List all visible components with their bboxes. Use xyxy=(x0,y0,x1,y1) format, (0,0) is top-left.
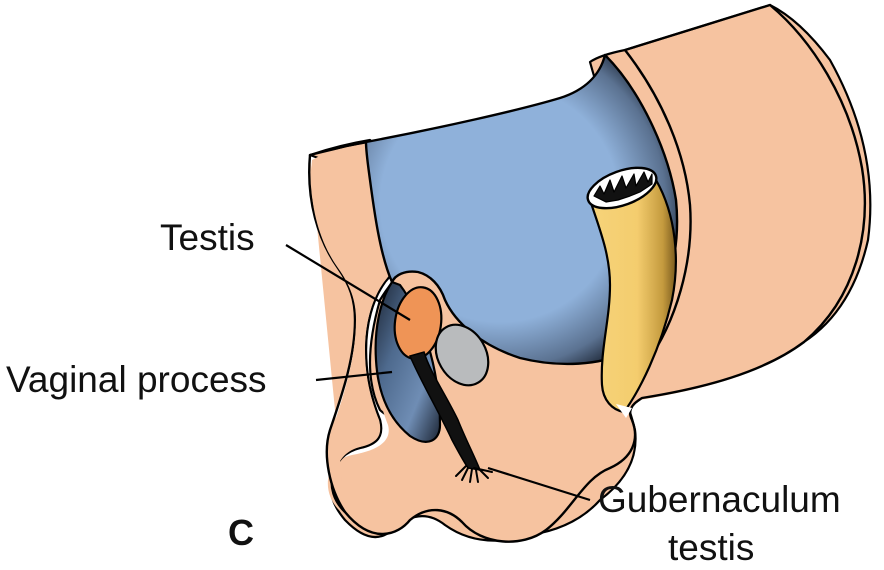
label-testis: Testis xyxy=(160,217,255,258)
label-gubernaculum-line1: Gubernaculum xyxy=(598,479,841,520)
label-gubernaculum-line2: testis xyxy=(668,527,754,568)
panel-letter: C xyxy=(228,512,254,553)
label-vaginal-process: Vaginal process xyxy=(6,359,267,400)
